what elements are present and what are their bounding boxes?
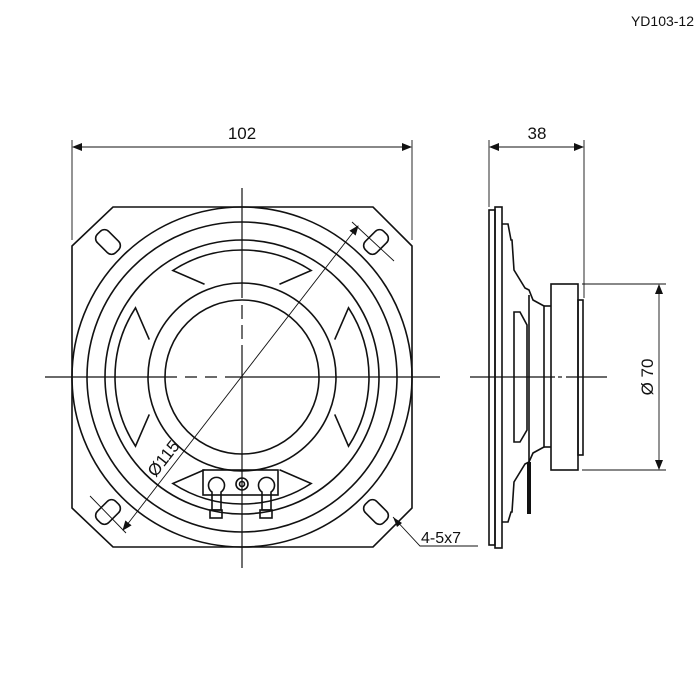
mount-hole (362, 498, 390, 526)
mount-holes (94, 228, 390, 526)
width-label: 102 (228, 124, 256, 143)
diagonal-dimension (122, 225, 359, 531)
magnet-label: Ø 70 (638, 359, 657, 396)
frame-outline (71, 206, 413, 548)
model-label: YD103-12 (631, 13, 694, 29)
depth-label: 38 (528, 124, 547, 143)
lead-wire (527, 462, 531, 514)
mount-hole (362, 228, 390, 256)
front-view: 102 Ø115 4-5x7 (45, 124, 478, 568)
terminal-block (202, 469, 279, 519)
mount-hole (94, 498, 122, 526)
mount-hole (94, 228, 122, 256)
holes-leader (392, 516, 478, 547)
diagonal-label: Ø115 (144, 437, 184, 480)
side-view: 38 Ø 70 (470, 124, 666, 549)
holes-label: 4-5x7 (421, 530, 461, 547)
